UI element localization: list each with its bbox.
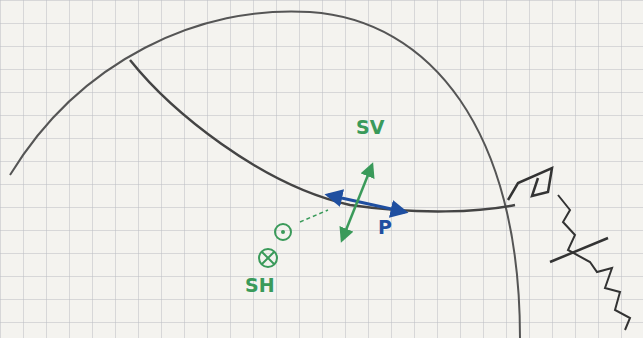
p-motion-arrow	[328, 195, 405, 212]
seismometer-symbol	[508, 168, 552, 200]
wave-label: SV	[356, 118, 384, 137]
seismogram-trace	[558, 195, 630, 330]
seismogram-bar	[550, 238, 608, 262]
earth-surface	[10, 11, 520, 338]
sh-cross-symbol	[259, 249, 277, 267]
ray-path	[130, 60, 515, 211]
pointer-line	[300, 210, 328, 222]
sh-dot-symbol	[275, 224, 291, 240]
sh-cross-symbol	[262, 252, 274, 264]
sv-motion-arrow	[342, 165, 372, 240]
wave-label: SH	[245, 276, 275, 295]
wave-label: P	[378, 218, 392, 237]
sh-dot-symbol	[281, 230, 285, 234]
